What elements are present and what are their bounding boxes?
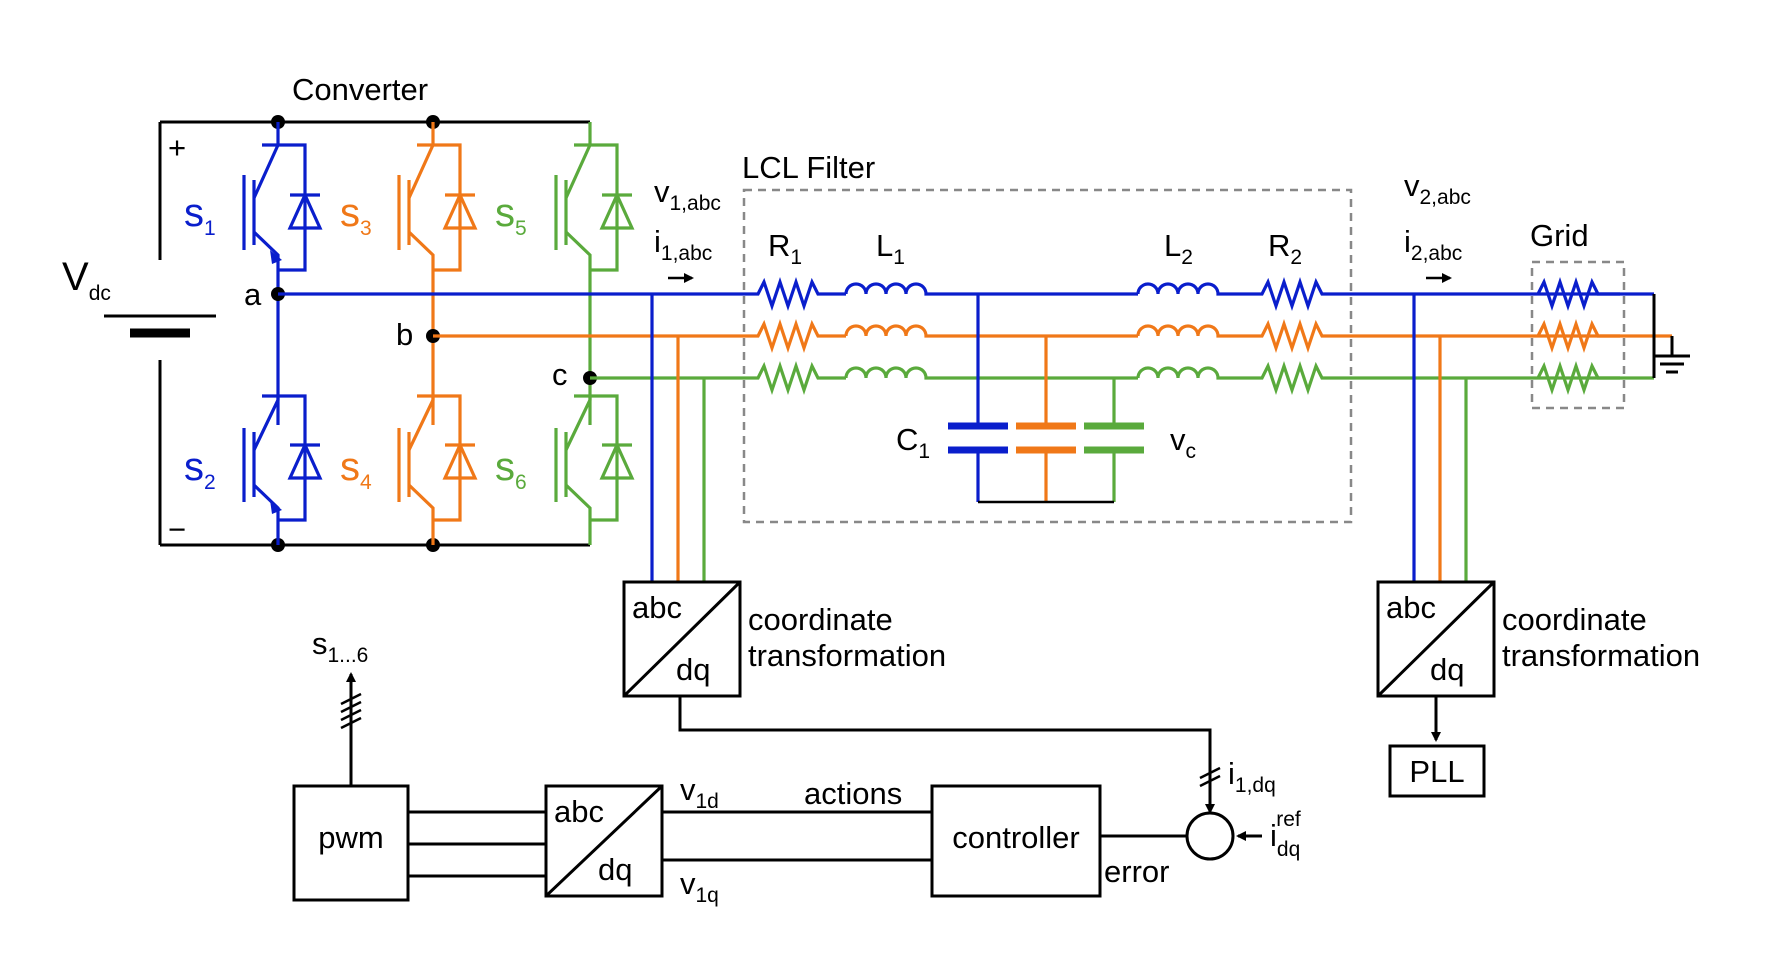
s2-label: s2	[184, 445, 216, 494]
dc-plus-label: +	[168, 130, 186, 165]
converter-label: Converter	[292, 72, 428, 107]
phase-b-filter-path	[748, 318, 1620, 354]
s1-label: s1	[184, 191, 216, 240]
inverse-abc-label: abc	[554, 794, 604, 829]
phase-a-filter-path	[748, 276, 1620, 312]
right-coord-line1: coordinate	[1502, 602, 1647, 637]
right-coordinate-transformation: abc dq coordinate transformation	[1376, 580, 1700, 698]
ground-icon	[1654, 354, 1690, 374]
r2-label: R2	[1268, 228, 1302, 269]
s4-label: s4	[340, 445, 372, 494]
leg-b	[397, 122, 478, 545]
c1-label: C1	[896, 422, 930, 463]
right-coord-line2: transformation	[1502, 638, 1700, 673]
vc-label: vc	[1170, 422, 1196, 463]
lcl-filter: LCL Filter R1 L1 L2 R2	[742, 150, 1620, 524]
s3-label: s3	[340, 191, 372, 240]
grid: Grid	[1530, 218, 1690, 410]
l2-label: L2	[1164, 228, 1193, 269]
left-coordinate-transformation: abc dq coordinate transformation	[622, 580, 946, 698]
left-abc-label: abc	[632, 590, 682, 625]
lcl-filter-box	[742, 188, 1353, 524]
right-taps	[1412, 294, 1468, 582]
right-abc-label: abc	[1386, 590, 1436, 625]
r1-label: R1	[768, 228, 802, 269]
i1abc-label: i1,abc	[654, 224, 712, 265]
i2abc-label: i2,abc	[1404, 224, 1462, 265]
s6-label: s6	[495, 445, 527, 494]
controller-label: controller	[952, 820, 1080, 855]
pwm-block	[292, 784, 410, 902]
dc-source-battery	[104, 260, 216, 360]
igbt-emitter-arrow	[270, 500, 282, 514]
node-c-label: c	[552, 357, 568, 392]
igbt-emitter-arrow	[270, 250, 282, 264]
inverse-dq-label: dq	[598, 852, 632, 887]
phase-lines	[278, 292, 748, 582]
right-dq-label: dq	[1430, 652, 1464, 687]
lcl-filter-label: LCL Filter	[742, 150, 875, 185]
s16-label: s1...6	[312, 626, 368, 667]
idq-ref-label: idqref	[1270, 808, 1301, 861]
capacitor-bank	[948, 294, 1144, 504]
switch-bus-slash-marks	[340, 692, 362, 730]
i1dq-label: i1,dq	[1228, 756, 1276, 797]
v1q-label: v1q	[680, 866, 719, 907]
bus-slash-marks	[1199, 766, 1221, 788]
grid-box	[1530, 260, 1626, 410]
pwm-label: pwm	[318, 820, 383, 855]
l1-label: L1	[876, 228, 905, 269]
grid-label: Grid	[1530, 218, 1589, 253]
node-a-label: a	[244, 277, 262, 312]
controller-block	[930, 784, 1102, 898]
leg-a	[242, 122, 323, 545]
leg-c	[554, 122, 635, 545]
dc-minus-label: −	[168, 512, 186, 547]
vdc-label: Vdc	[62, 255, 111, 305]
v2abc-label: v2,abc	[1404, 168, 1471, 209]
converter: Converter Vdc + −	[62, 72, 635, 552]
v1d-label: v1d	[680, 772, 719, 813]
i1dq-feedback-line	[678, 696, 1215, 814]
left-dq-label: dq	[676, 652, 710, 687]
error-label: error	[1104, 854, 1169, 889]
left-coord-line2: transformation	[748, 638, 946, 673]
pll-block	[1388, 744, 1486, 798]
v1abc-label: v1,abc	[654, 174, 721, 215]
summing-junction	[1185, 811, 1235, 861]
pll-label: PLL	[1409, 754, 1464, 789]
phase-c-filter-path	[748, 360, 1620, 396]
s5-label: s5	[495, 191, 527, 240]
actions-label: actions	[804, 776, 902, 811]
node-b-label: b	[396, 317, 413, 352]
left-coord-line1: coordinate	[748, 602, 893, 637]
